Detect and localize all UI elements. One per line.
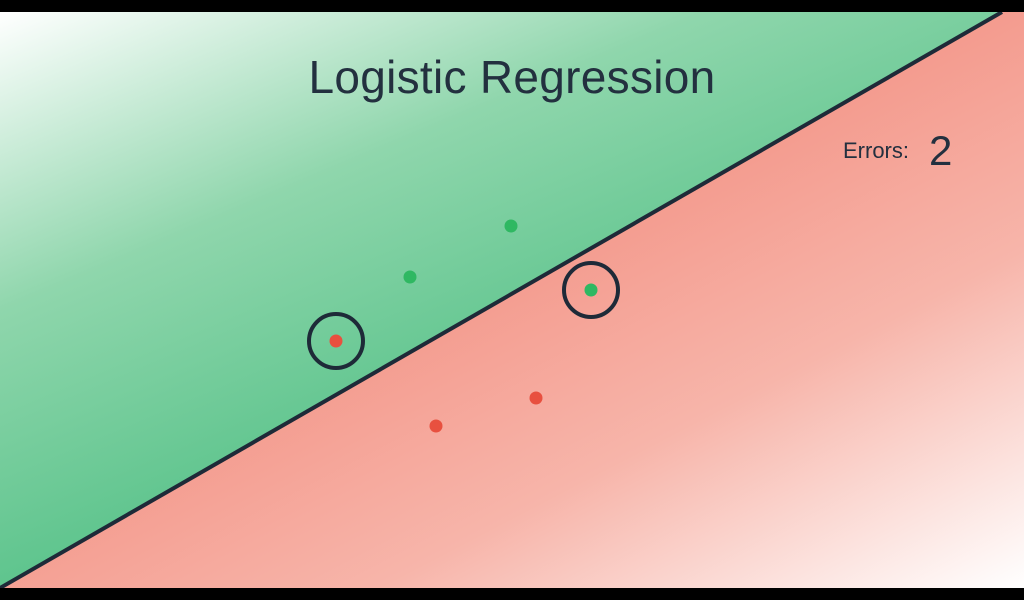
page-title: Logistic Regression <box>308 51 716 103</box>
misclassified-ring <box>307 312 365 370</box>
errors-label: Errors: <box>843 138 909 163</box>
errors-counter: Errors: 2 <box>843 126 952 176</box>
red-point <box>429 419 443 433</box>
green-point <box>403 270 417 284</box>
green-point <box>504 219 518 233</box>
green-point <box>584 283 598 297</box>
data-points <box>307 219 620 433</box>
red-point <box>329 334 343 348</box>
red-point <box>529 391 543 405</box>
plot-area: Logistic Regression Errors: 2 <box>0 12 1024 588</box>
errors-value: 2 <box>929 127 953 174</box>
decision-boundary-line <box>0 12 1003 588</box>
classification-plot <box>0 12 1024 588</box>
red-region <box>0 12 1024 588</box>
misclassified-ring <box>562 261 620 319</box>
